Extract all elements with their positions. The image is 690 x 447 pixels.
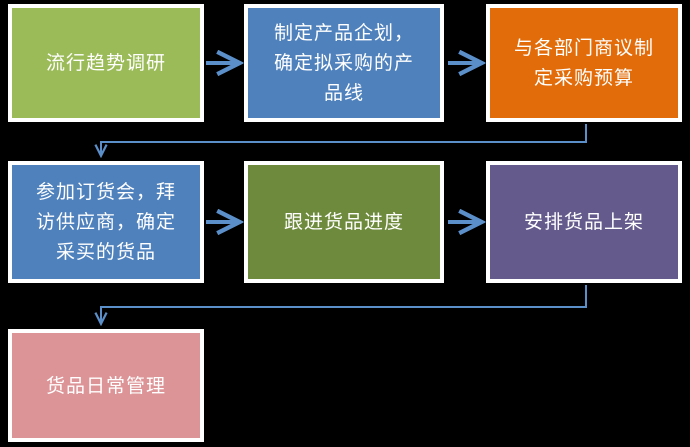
process-node-purchase-budget[interactable]: 与各部门商议制 定采购预算: [486, 4, 682, 122]
process-node-product-plan[interactable]: 制定产品企划， 确定拟采购的产 品线: [244, 4, 444, 122]
process-node-trend-research[interactable]: 流行趋势调研: [8, 4, 204, 122]
connector-node6-node7: [101, 285, 587, 323]
process-node-order-fair[interactable]: 参加订货会，拜 访供应商，确定 采买的货品: [8, 161, 204, 283]
connector-node3-node4: [101, 124, 587, 155]
process-node-shelf-arrangement[interactable]: 安排货品上架: [486, 161, 682, 283]
process-node-track-goods[interactable]: 跟进货品进度: [244, 161, 444, 283]
process-node-daily-management[interactable]: 货品日常管理: [8, 329, 204, 442]
